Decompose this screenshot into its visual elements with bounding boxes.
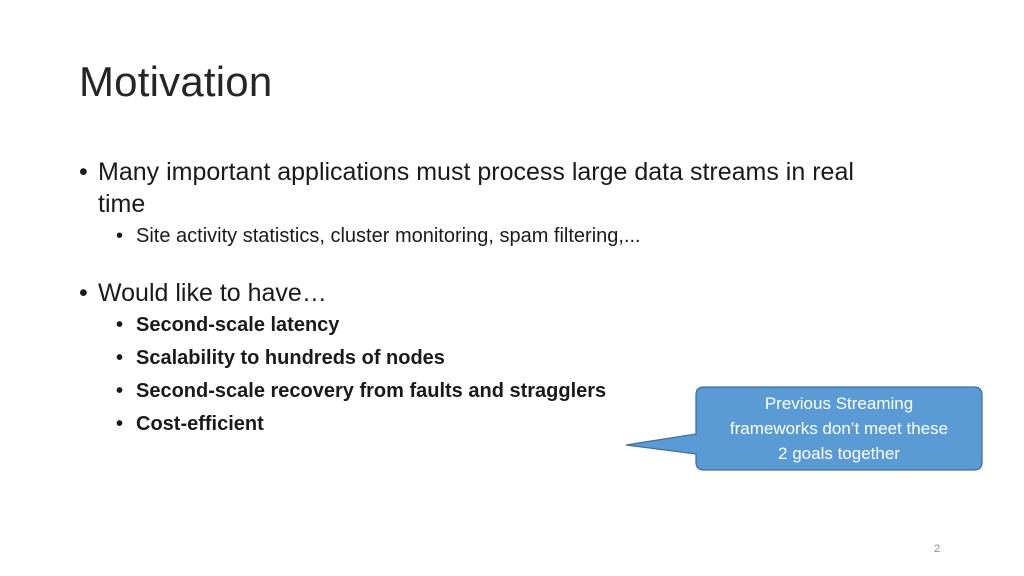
callout-line: frameworks don’t meet these xyxy=(729,419,949,438)
sub-bullet-item: • Scalability to hundreds of nodes xyxy=(79,342,959,375)
callout-text: Previous Streaming frameworks don’t meet… xyxy=(698,389,980,468)
bullet-item-applications: • Many important applications must proce… xyxy=(79,156,959,220)
page-number: 2 xyxy=(934,543,941,555)
sub-bullet-item: • Second-scale recovery from faults and … xyxy=(79,375,959,408)
sub-bullet-text: Second-scale recovery from faults and st… xyxy=(136,380,607,402)
slide-title: Motivation xyxy=(79,58,273,105)
sub-bullet-text: Site activity statistics, cluster monito… xyxy=(136,225,641,247)
bullet-icon: • xyxy=(116,380,124,402)
bullet-icon: • xyxy=(116,413,124,435)
bullet-icon: • xyxy=(79,279,88,307)
sub-bullet-item: • Second-scale latency xyxy=(79,309,959,342)
bullet-text-continued: time xyxy=(98,190,146,218)
sub-bullet-text: Second-scale latency xyxy=(136,314,340,336)
bullet-icon: • xyxy=(116,314,124,336)
bullet-icon: • xyxy=(116,225,124,247)
sub-bullet-text: Scalability to hundreds of nodes xyxy=(136,347,445,369)
spacer xyxy=(79,253,959,277)
sub-bullet-item: • Site activity statistics, cluster moni… xyxy=(79,220,959,253)
bullet-text: Many important applications must process… xyxy=(98,158,854,186)
bullet-icon: • xyxy=(116,347,124,369)
callout-line: Previous Streaming xyxy=(764,394,914,413)
sub-bullet-item: • Cost-efficient xyxy=(79,408,959,441)
bullet-list: • Many important applications must proce… xyxy=(79,156,959,441)
sub-bullet-text: Cost-efficient xyxy=(136,413,264,435)
bullet-icon: • xyxy=(79,158,88,186)
bullet-text: Would like to have… xyxy=(98,279,327,307)
callout-line: 2 goals together xyxy=(778,444,900,463)
bullet-item-would-like: • Would like to have… xyxy=(79,277,959,309)
